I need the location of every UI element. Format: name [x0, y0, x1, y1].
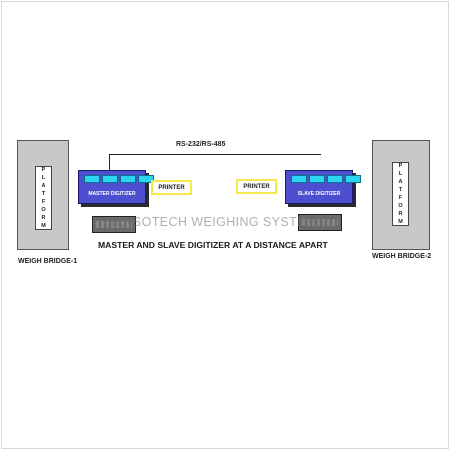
diagram-title: MASTER AND SLAVE DIGITIZER AT A DISTANCE… [98, 240, 328, 250]
link-wire-horizontal [109, 154, 321, 155]
master-digitizer-label: MASTER DIGITIZER [88, 191, 136, 197]
weigh-bridge-1 [17, 140, 69, 250]
slave-display-keys [291, 175, 361, 183]
display-key [84, 175, 100, 183]
master-digitizer: MASTER DIGITIZER [78, 170, 154, 204]
keyboard-2 [298, 214, 342, 231]
link-label: RS-232/RS-485 [176, 141, 226, 148]
platform-1-label: P L A T F O R M [41, 167, 46, 229]
platform-2: P L A T F O R M [392, 162, 409, 226]
weigh-bridge-1-caption: WEIGH BRIDGE-1 [18, 258, 78, 265]
printer-2: PRINTER [236, 179, 277, 194]
display-key [309, 175, 325, 183]
weigh-bridge-2-caption: WEIGH BRIDGE-2 [372, 253, 432, 260]
platform-2-label: P L A T F O R M [398, 163, 403, 225]
display-key [120, 175, 136, 183]
slave-digitizer-label: SLAVE DIGITIZER [297, 191, 341, 197]
slave-digitizer: SLAVE DIGITIZER [285, 170, 361, 204]
display-key [138, 175, 154, 183]
watermark: SENSOTECH WEIGHING SYSTEMS [106, 215, 326, 229]
printer-2-label: PRINTER [243, 183, 270, 190]
display-key [102, 175, 118, 183]
master-display-keys [84, 175, 154, 183]
keyboard-1 [92, 216, 136, 233]
link-wire-left-drop [109, 154, 110, 170]
printer-1-label: PRINTER [158, 184, 185, 191]
printer-1: PRINTER [151, 180, 192, 195]
platform-1: P L A T F O R M [35, 166, 52, 230]
display-key [327, 175, 343, 183]
display-key [291, 175, 307, 183]
display-key [345, 175, 361, 183]
